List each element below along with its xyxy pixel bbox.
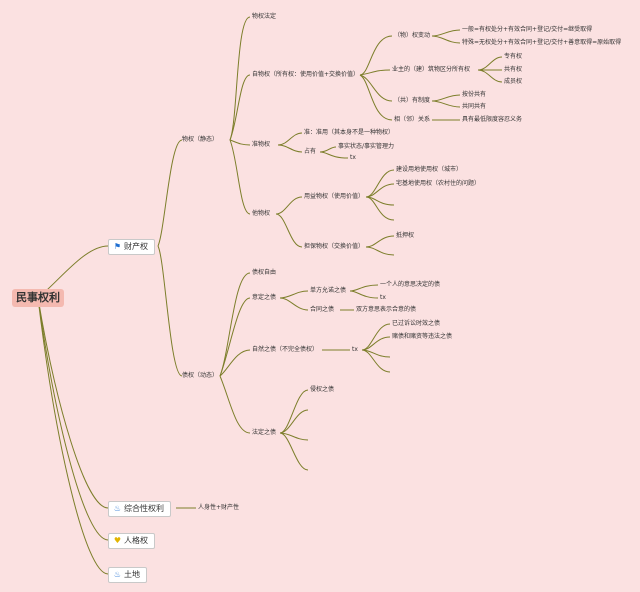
node-legal-principle[interactable]: 物权法定 xyxy=(252,13,277,20)
node-usufruct-item[interactable]: 宅基地使用权（农村住的问题） xyxy=(396,180,481,187)
node-unilateral[interactable]: 单方允诺之债 xyxy=(310,287,347,294)
node-quasi[interactable]: 准物权 xyxy=(252,141,271,148)
node-unilateral-item[interactable]: tx xyxy=(380,294,386,301)
link xyxy=(361,336,391,351)
node-natural[interactable]: 自然之债（不完全债权） xyxy=(252,346,319,353)
node-agreed[interactable]: 意定之债 xyxy=(252,294,277,301)
node-usufruct[interactable]: 用益物权（使用价值） xyxy=(304,193,365,200)
node-statutory-item[interactable]: 侵权之债 xyxy=(310,386,335,393)
node-statutory[interactable]: 法定之债 xyxy=(252,429,277,436)
node-co-item[interactable]: 共同共有 xyxy=(462,103,487,110)
link xyxy=(229,139,251,146)
link xyxy=(477,69,503,83)
link xyxy=(279,389,309,434)
flame-icon: ♨ xyxy=(113,504,122,513)
category-label: 财产权 xyxy=(124,242,148,251)
node-unilateral-item[interactable]: 一个人的意思决定的债 xyxy=(380,281,441,288)
node-co-ownership[interactable]: （共）有制度 xyxy=(394,97,431,104)
node-usufruct-item[interactable]: 建设用地使用权（城市） xyxy=(396,166,463,173)
link xyxy=(277,132,303,146)
link xyxy=(319,151,349,159)
root-node[interactable]: 民事权利 xyxy=(12,289,64,307)
link xyxy=(365,235,395,248)
category-personality[interactable]: ♥人格权 xyxy=(108,533,155,549)
link xyxy=(157,139,183,247)
node-natural-item[interactable]: 赌债和赌资等违法之债 xyxy=(392,333,453,340)
node-building-ownership[interactable]: 业主的（建）筑物区分所有权 xyxy=(392,66,471,73)
link xyxy=(219,349,251,377)
link xyxy=(359,35,393,76)
link xyxy=(277,144,303,153)
node-change-general[interactable]: 一般=有权处分+有效合同+登记/交付=继受取得 xyxy=(462,26,593,33)
link xyxy=(361,349,391,373)
link xyxy=(431,35,461,44)
node-building-item[interactable]: 成员权 xyxy=(504,78,523,85)
node-real-right[interactable]: 物权（静态） xyxy=(182,136,219,143)
link xyxy=(279,432,309,471)
link xyxy=(359,69,391,76)
link xyxy=(431,100,461,108)
link xyxy=(319,146,337,153)
node-natural-tx[interactable]: tx xyxy=(352,346,358,353)
node-building-item[interactable]: 共有权 xyxy=(504,66,523,73)
node-right-change[interactable]: （物）权变动 xyxy=(394,32,431,39)
node-neighbor[interactable]: 相（邻）关系 xyxy=(394,116,431,123)
link xyxy=(229,16,251,141)
flame-icon: ♨ xyxy=(113,570,122,579)
link xyxy=(275,213,303,248)
category-label: 人格权 xyxy=(124,536,148,545)
node-freedom[interactable]: 债权自由 xyxy=(252,269,277,276)
node-creditor[interactable]: 债权（动态） xyxy=(182,372,219,379)
link xyxy=(477,56,503,71)
category-property[interactable]: ⚑财产权 xyxy=(108,239,155,255)
category-land[interactable]: ♨土地 xyxy=(108,567,147,583)
category-label: 综合性权利 xyxy=(124,504,164,513)
link xyxy=(279,432,309,441)
node-natural-item[interactable]: 已过诉讼时效之债 xyxy=(392,320,441,327)
link xyxy=(279,290,309,299)
comprehensive-note: 人身性+财产性 xyxy=(198,504,240,511)
link xyxy=(431,94,461,102)
link xyxy=(279,297,309,311)
category-comprehensive[interactable]: ♨综合性权利 xyxy=(108,501,171,517)
node-contract-note[interactable]: 双方意思表示合意的债 xyxy=(356,306,417,313)
node-security-item[interactable]: 抵押权 xyxy=(396,232,415,239)
link xyxy=(365,169,395,198)
link xyxy=(229,74,251,141)
node-building-item[interactable]: 专有权 xyxy=(504,53,523,60)
category-label: 土地 xyxy=(124,570,140,579)
node-quasi-def[interactable]: 准：准用（其本身不是一种物权） xyxy=(304,129,395,136)
link xyxy=(37,297,109,509)
node-other-rights[interactable]: 他物权 xyxy=(252,210,271,217)
link xyxy=(349,290,379,299)
link xyxy=(365,246,395,256)
lightbulb-icon: ♥ xyxy=(113,536,122,545)
node-possession-item[interactable]: 事实状态/事实管理力 xyxy=(338,143,395,150)
link xyxy=(359,74,393,121)
link xyxy=(219,375,251,434)
link xyxy=(349,284,379,292)
link xyxy=(229,139,251,215)
link xyxy=(431,29,461,37)
link xyxy=(359,74,393,102)
link xyxy=(37,297,109,541)
node-possession-item[interactable]: tx xyxy=(350,154,356,161)
node-ownership[interactable]: 自物权（所有权：使用价值+交换价值） xyxy=(252,71,360,78)
node-change-special[interactable]: 特殊=无权处分+有效合同+登记/交付+善意取得=原始取得 xyxy=(462,39,622,46)
node-contract[interactable]: 合同之债 xyxy=(310,306,335,313)
node-security[interactable]: 担保物权（交换价值） xyxy=(304,243,365,250)
link xyxy=(219,297,251,377)
link xyxy=(275,196,303,215)
node-co-item[interactable]: 按份共有 xyxy=(462,91,487,98)
flag-icon: ⚑ xyxy=(113,242,122,251)
link xyxy=(37,297,109,575)
node-neighbor-note[interactable]: 具有最低限度容忍义务 xyxy=(462,116,523,123)
link xyxy=(365,196,395,221)
link xyxy=(157,245,183,377)
link xyxy=(279,409,309,434)
link xyxy=(365,183,395,198)
node-possession[interactable]: 占有 xyxy=(304,148,317,155)
